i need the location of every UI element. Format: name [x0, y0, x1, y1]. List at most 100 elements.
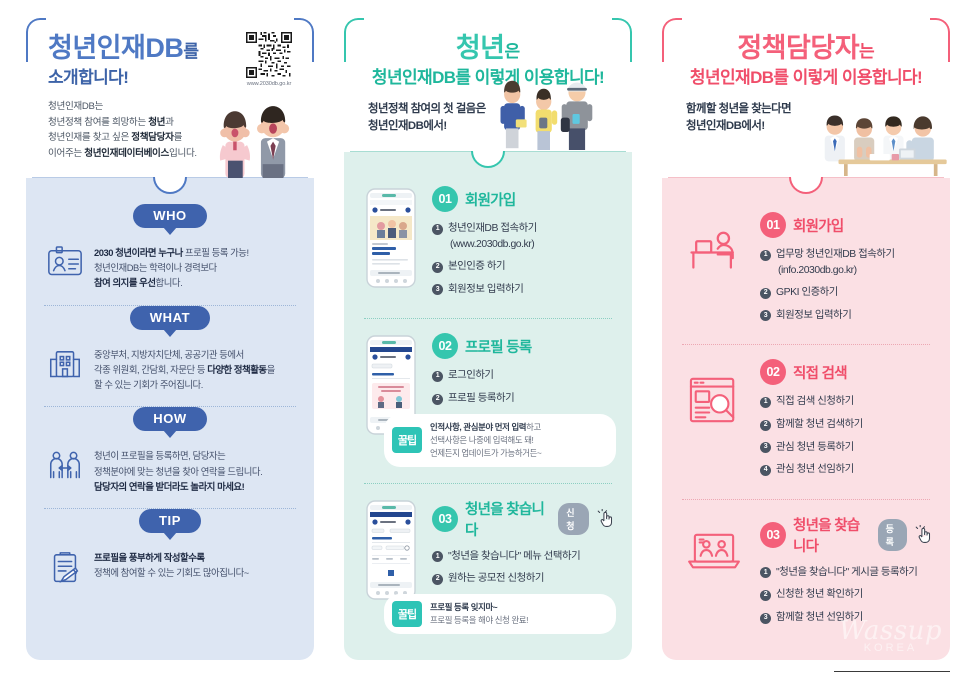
- what-line-2-bold: 다양한 정책활동: [207, 363, 267, 375]
- column-youth: 청년은 청년인재DB를 이렇게 이용합니다! 청년정책 참여의 첫 걸음은 청년…: [344, 18, 632, 660]
- step-03-tip: 꿀팁 프로필 등록 잊지마~ 프로필 등록을 해야 신청 완료!: [384, 593, 616, 634]
- youth-title-sub: 청년인재DB를 이렇게 이용합니다!: [371, 67, 605, 87]
- intro-lede: 청년인재DB는 청년정책 참여를 희망하는 청년과 청년인재를 찾고 싶은 정책…: [42, 99, 298, 161]
- step-03-number: 03: [432, 505, 458, 532]
- bullet-2: 2: [432, 261, 443, 273]
- row-what: 중앙부처, 지방자치단체, 공공기관 등에서 각종 위원회, 간담회, 자문단 …: [42, 346, 298, 393]
- panel-notch: [789, 177, 823, 194]
- intro-panel: WHO 2030 청년이라면 누구나 프로필 등록 가능!: [26, 177, 314, 660]
- step-02-title: 프로필 등록: [465, 339, 532, 356]
- bullet-2: 2: [760, 589, 771, 601]
- step-02-title: 직접 검색: [793, 365, 848, 382]
- bullet-2: 2: [760, 419, 771, 431]
- step-03-item-1: "청년을 찾습니다" 게시글 등록하기: [776, 566, 918, 578]
- pill-tip: TIP: [138, 509, 202, 534]
- id-card-icon: [46, 244, 84, 278]
- who-line-1: 프로필 등록 가능!: [182, 247, 249, 258]
- who-line-3: 합니다.: [155, 277, 183, 289]
- bottom-rule: [834, 671, 950, 672]
- tip-line-2: 선택사항은 나중에 입력해도 돼!: [430, 434, 534, 445]
- step-03-badge[interactable]: 등록: [877, 518, 907, 551]
- pill-wrap-what: WHAT: [42, 305, 298, 330]
- step-01-item-1-sub: (info.2030db.go.kr): [778, 264, 857, 276]
- step-03-item-3: 함께할 청년 선임하기: [776, 612, 863, 624]
- step-02-tip: 꿀팁 인적사항, 관심분야 먼저 입력하고 선택사항은 나중에 입력해도 돼! …: [384, 413, 616, 467]
- text-who: 2030 청년이라면 누구나 프로필 등록 가능! 청년인재DB는 학력이나 경…: [94, 244, 249, 291]
- lede-line-1: 청년인재DB는: [48, 101, 104, 113]
- qr-block[interactable]: www.2030db.go.kr: [240, 32, 298, 87]
- row-how: 청년이 프로필을 등록하면, 담당자는 정책분야에 맞는 청년을 찾아 연락을 …: [42, 447, 298, 494]
- step-03-badge[interactable]: 신청: [558, 502, 589, 535]
- youth-lede-line-2: 청년인재DB에서!: [368, 119, 447, 132]
- bullet-1: 1: [432, 551, 443, 563]
- officials-lede: 함께할 청년을 찾는다면 청년인재DB에서!: [678, 101, 934, 134]
- tip-badge: 꿀팁: [392, 600, 422, 627]
- how-line-3-bold: 담당자의 연락을 받더라도 놀라지 마세요!: [94, 480, 245, 492]
- lede-line-3b: 정책담당자: [131, 132, 174, 144]
- who-line-1-bold: 2030 청년이라면 누구나: [94, 247, 183, 258]
- officials-title-main: 정책담당자: [737, 33, 860, 63]
- bullet-3: 3: [760, 442, 771, 454]
- officials-title: 정책담당자는 청년인재DB를 이렇게 이용합니다!: [678, 33, 934, 87]
- list-item: 1 업무망 청년인재DB 접속하기 (info.2030db.go.kr): [760, 247, 934, 278]
- officials-title-suffix: 는: [859, 42, 875, 61]
- step-03-title: 청년을 찾습니다: [465, 501, 545, 539]
- bullet-4: 4: [760, 464, 771, 476]
- bullet-1: 1: [432, 223, 443, 235]
- text-how: 청년이 프로필을 등록하면, 담당자는 정책분야에 맞는 청년을 찾아 연락을 …: [94, 447, 263, 494]
- text-tip: 프로필을 풍부하게 작성할수록 정책에 참여할 수 있는 기회도 많아집니다~: [94, 549, 249, 580]
- tip-badge: 꿀팁: [392, 427, 422, 454]
- step-01-item-1: 업무망 청년인재DB 접속하기: [776, 249, 895, 260]
- list-item: 1 "청년을 찾습니다" 게시글 등록하기: [760, 565, 934, 581]
- panel-notch: [153, 177, 187, 194]
- youth-title: 청년은 청년인재DB를 이렇게 이용합니다!: [360, 33, 616, 87]
- step-03-title: 청년을 찾습니다: [793, 517, 860, 555]
- intro-title-main: 청년인재DB: [48, 33, 184, 63]
- lede-line-4b: 청년인재데이터베이스: [84, 147, 169, 159]
- what-line-2: 각종 위원회, 간담회, 자문단 등: [94, 363, 208, 375]
- step-03-item-2: 원하는 공모전 신청하기: [448, 573, 544, 585]
- tip-line-2: 정책에 참여할 수 있는 기회도 많아집니다~: [94, 567, 249, 579]
- block-tip: TIP 프로필을 풍부하게 작성할수록 정책에: [40, 509, 300, 597]
- block-how: HOW 청년이 프로필을 등록하면, 담당자는: [40, 407, 300, 508]
- step-03-item-1: "청년을 찾습니다" 메뉴 선택하기: [448, 550, 581, 562]
- step-03-body: 03 청년을 찾습니다 신청 1"청: [384, 496, 616, 636]
- who-line-2: 청년인재DB는 학력이나 경력보다: [94, 262, 217, 274]
- phone-profile-screen: [360, 331, 422, 436]
- step-01-number: 01: [432, 186, 458, 213]
- officials-title-sub: 청년인재DB를 이렇게 이용합니다!: [689, 67, 923, 87]
- what-line-1: 중앙부처, 지방자치단체, 공공기관 등에서: [94, 348, 244, 360]
- how-line-2: 정책분야에 맞는 청년을 찾아 연락을 드립니다.: [94, 465, 263, 477]
- desk-person-icon: [678, 210, 750, 275]
- block-who: WHO 2030 청년이라면 누구나 프로필 등록 가능!: [40, 204, 300, 305]
- document-search-icon: [678, 357, 750, 425]
- bullet-2: 2: [760, 287, 771, 299]
- column-officials: 정책담당자는 청년인재DB를 이렇게 이용합니다! 함께할 청년을 찾는다면 청…: [662, 18, 950, 660]
- bullet-3: 3: [760, 612, 771, 624]
- step-divider-2: [682, 498, 930, 500]
- how-line-1: 청년이 프로필을 등록하면, 담당자는: [94, 450, 226, 462]
- tip-line-1-bold: 인적사항, 관심분야 먼저 입력: [430, 421, 527, 432]
- step-03-number: 03: [760, 521, 786, 548]
- bullet-1: 1: [760, 567, 771, 579]
- step-01-head: 01 회원가입: [760, 212, 934, 238]
- youth-header: 청년은 청년인재DB를 이렇게 이용합니다! 청년정책 참여의 첫 걸음은 청년…: [344, 18, 632, 153]
- bullet-1: 1: [760, 249, 771, 261]
- step-03: 03 청년을 찾습니다 신청 1"청: [358, 490, 618, 646]
- step-01-body: 01 회원가입 1 업무망 청년인재DB 접속하기 (info.2030db.go.…: [760, 210, 934, 330]
